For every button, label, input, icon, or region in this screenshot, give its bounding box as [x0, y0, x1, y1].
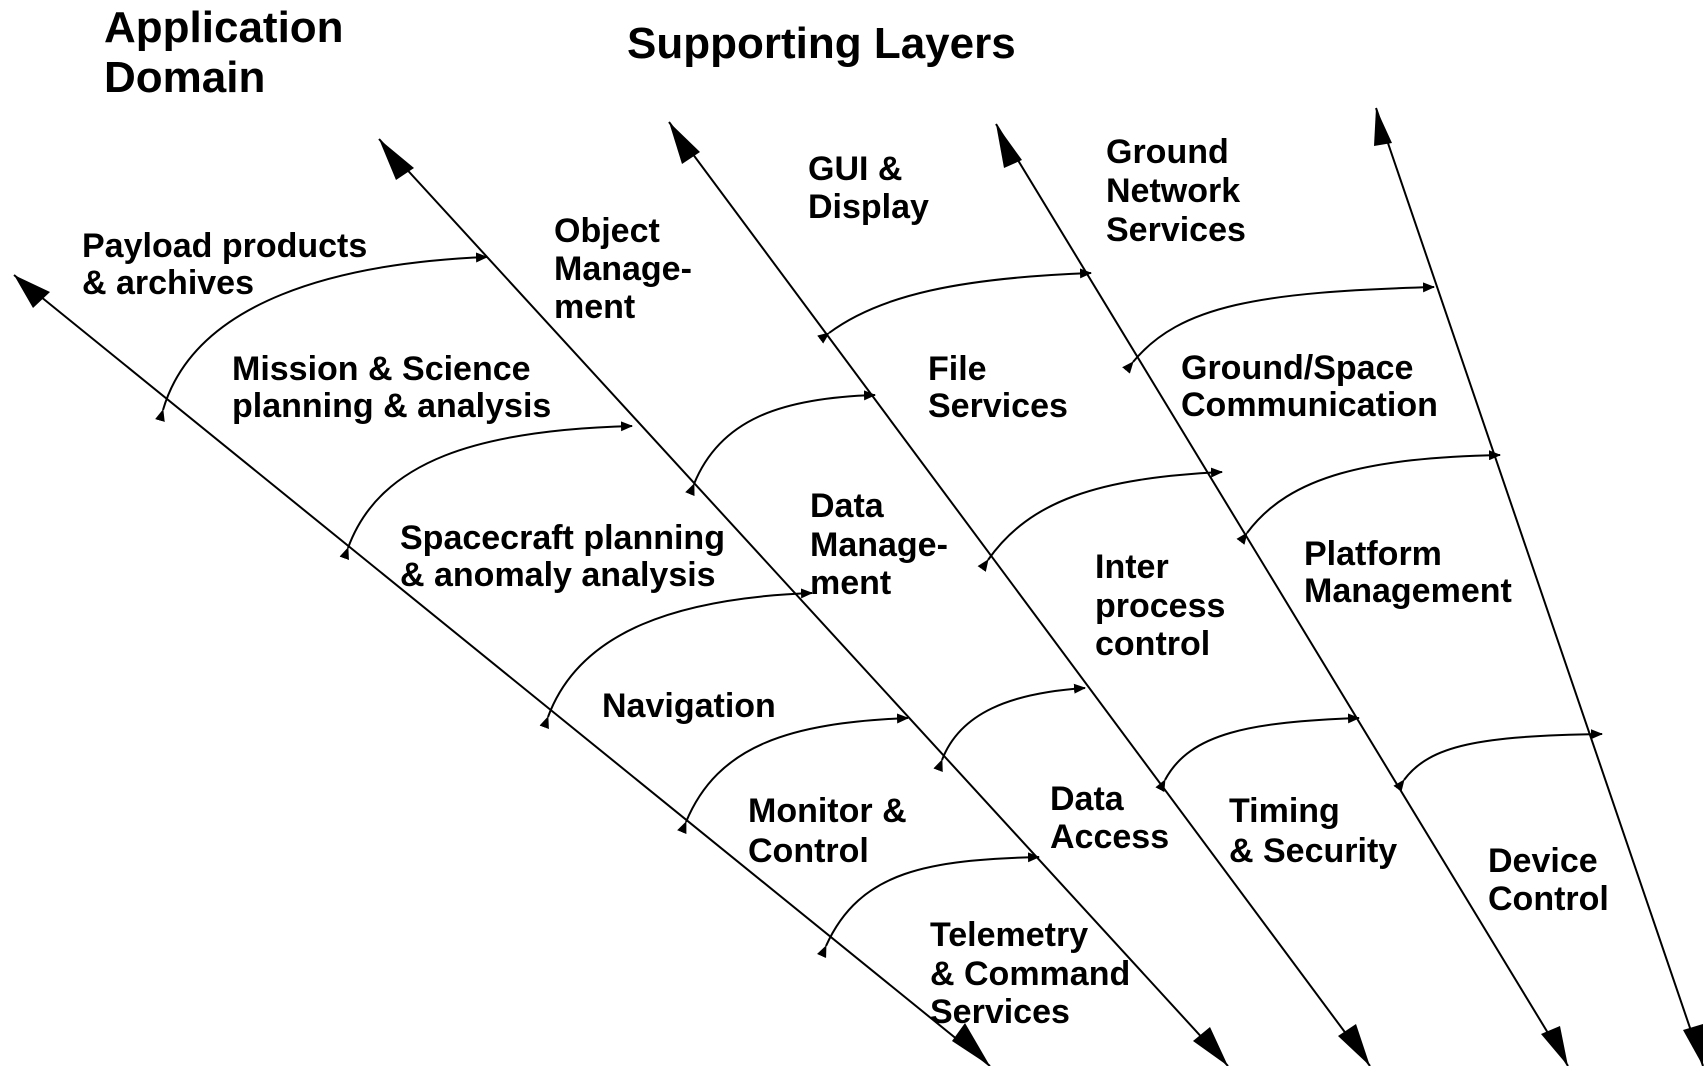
label-interprocess-control: Inter process control — [1095, 548, 1235, 663]
connector-arrow — [1155, 713, 1360, 793]
connector-arrow — [677, 713, 909, 835]
supporting-layers-heading: Supporting Layers — [627, 19, 1016, 68]
connector-arrow — [1236, 450, 1501, 545]
label-payload-products: Payload products & archives — [82, 227, 377, 302]
label-device-control: Device Control — [1488, 842, 1609, 918]
connector-arrow — [539, 588, 813, 730]
label-navigation: Navigation — [602, 687, 776, 725]
label-gui-display: GUI & Display — [808, 150, 929, 226]
arrowhead-axis-2-bottom — [1193, 1027, 1228, 1066]
label-ground-space-communication: Ground/Space Communication — [1181, 349, 1438, 424]
arrowhead-axis-1-bottom — [952, 1023, 990, 1066]
label-telemetry-command: Telemetry & Command Services — [930, 916, 1140, 1031]
layer-connectors — [155, 252, 1603, 959]
arrowhead-axis-1-top — [14, 275, 50, 308]
layer-axis-5 — [1375, 107, 1704, 1066]
label-object-management: Object Manage- ment — [554, 212, 701, 326]
connector-arrow — [685, 390, 876, 497]
arrowhead-axis-5-top — [1374, 108, 1392, 146]
connector-arrow — [816, 852, 1040, 959]
connector-arrow — [1393, 729, 1603, 792]
arrowhead-axis-2-top — [379, 139, 414, 180]
arrowhead-axis-3-bottom — [1338, 1024, 1370, 1066]
layer-axis-3 — [668, 121, 1371, 1066]
label-data-access: Data Access — [1050, 780, 1169, 856]
arrowhead-axis-4-top — [996, 124, 1022, 168]
connector-arrow — [339, 421, 633, 561]
label-mission-science: Mission & Science planning & analysis — [232, 350, 551, 425]
connector-arrow — [1122, 282, 1435, 374]
connector-arrow — [977, 467, 1223, 572]
label-ground-network-services: Ground Network Services — [1106, 133, 1250, 249]
label-platform-management: Platform Management — [1304, 535, 1512, 610]
label-timing-security: Timing & Security — [1229, 792, 1397, 870]
application-domain-heading: Application Domain — [104, 3, 356, 102]
connector-arrow — [155, 252, 488, 422]
label-monitor-control: Monitor & Control — [748, 792, 916, 870]
connector-arrow — [817, 268, 1092, 344]
connector-arrow — [933, 683, 1086, 773]
arrowhead-axis-5-bottom — [1683, 1024, 1703, 1066]
arrowhead-axis-3-top — [669, 122, 700, 164]
label-data-management: Data Manage- ment — [810, 487, 957, 602]
label-spacecraft-planning: Spacecraft planning & anomaly analysis — [400, 519, 734, 594]
label-file-services: File Services — [928, 350, 1068, 425]
arrowhead-axis-4-bottom — [1541, 1026, 1568, 1066]
